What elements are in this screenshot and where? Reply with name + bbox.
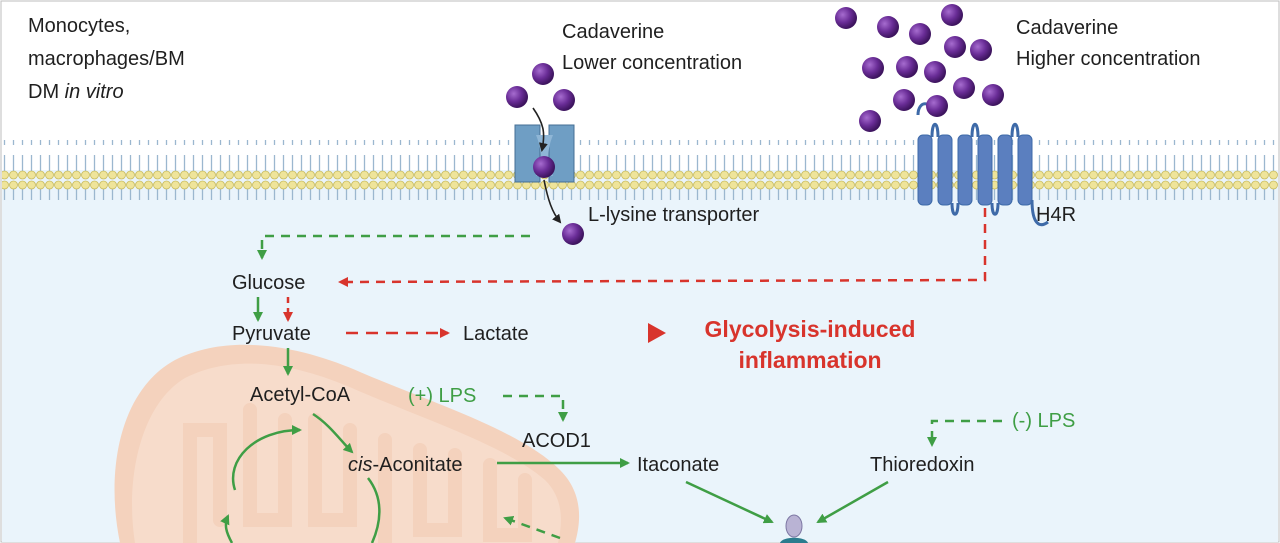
cadaverine-high-molecules xyxy=(835,4,1004,132)
lower-dashed-arrow xyxy=(503,516,561,540)
acod1-label: ACOD1 xyxy=(522,430,591,452)
lactate-label: Lactate xyxy=(463,323,529,345)
cell-type-label-line1: Monocytes, xyxy=(28,15,131,37)
receptor-label: H4R xyxy=(1036,204,1077,226)
glucose-label: Glucose xyxy=(232,272,306,294)
transporter-label: L-lysine transporter xyxy=(588,204,760,226)
target-protein xyxy=(780,514,808,543)
thioredoxin-to-target-arrow xyxy=(816,480,889,524)
tca-cycle-arc-upper xyxy=(231,425,302,491)
outcome-label-line1: Glycolysis-induced xyxy=(704,316,916,342)
cadaverine-high-label-line2: Higher concentration xyxy=(1016,48,1201,70)
cell-membrane xyxy=(2,140,1278,200)
uptake-arrow-in xyxy=(532,107,548,152)
lps-to-thioredoxin-arrow xyxy=(927,419,1002,447)
lps-negative-label: (-) LPS xyxy=(1012,410,1076,432)
lps-positive-label: (+) LPS xyxy=(408,385,477,407)
cis-aconitate-label: cis-Aconitate xyxy=(348,452,463,478)
cadaverine-high-label-line1: Cadaverine xyxy=(1016,17,1119,39)
cell-type-label-line3-italic: in vitro xyxy=(64,81,124,103)
cadaverine-low-label-line1: Cadaverine xyxy=(562,21,665,43)
cadaverine-low-label-line2: Lower concentration xyxy=(562,52,743,74)
outcome-label-line2: inflammation xyxy=(738,347,882,373)
cell-type-label-line2: macrophages/BM xyxy=(28,48,185,70)
h4r-to-glucose-arrow xyxy=(338,208,987,287)
itaconate-to-target-arrow xyxy=(685,480,774,524)
acetylcoa-to-aconitate-arrow xyxy=(312,412,354,454)
tca-cycle-arc-lower xyxy=(220,514,234,543)
cell-type-label-line3: DM in vitro xyxy=(28,79,124,105)
cis-aconitate-rest: -Aconitate xyxy=(372,454,463,476)
cis-aconitate-italic: cis xyxy=(348,454,373,476)
lactate-to-inflammation-arrowhead xyxy=(648,323,666,343)
lps-to-acod1-arrow xyxy=(503,394,568,422)
h4r-receptor xyxy=(916,102,1049,227)
tca-cycle-arc-right xyxy=(367,477,381,543)
thioredoxin-label: Thioredoxin xyxy=(870,454,975,476)
pyruvate-label: Pyruvate xyxy=(232,323,311,345)
uptake-arrow-out xyxy=(543,179,562,224)
cell-type-label-line3-prefix: DM xyxy=(28,81,65,103)
itaconate-label: Itaconate xyxy=(637,454,720,476)
acetyl-coa-label: Acetyl-CoA xyxy=(250,384,351,406)
cadaverine-low-molecules xyxy=(506,63,584,245)
